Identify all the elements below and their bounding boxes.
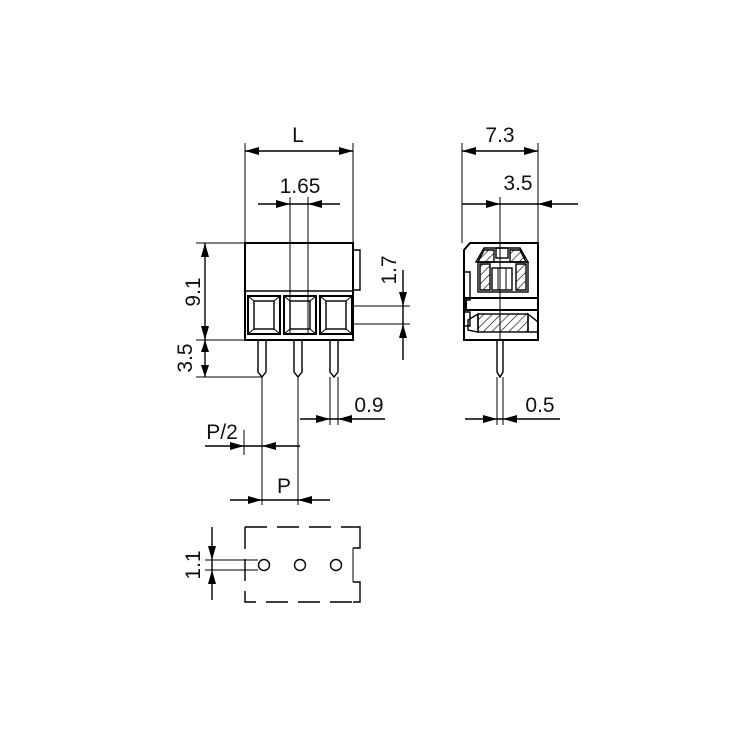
bottom-view — [205, 526, 361, 603]
dim-label-side-width: 7.3 — [485, 124, 514, 147]
dim-label-pin-length: 3.5 — [174, 343, 197, 372]
wire-opening-3 — [319, 295, 353, 335]
pin-hole-3 — [329, 558, 343, 572]
dim-label-side-pin-offset: 3.5 — [503, 172, 532, 195]
pin-hole-1 — [257, 558, 271, 572]
wire-opening-1 — [247, 295, 281, 335]
wire-opening-2 — [283, 295, 317, 335]
side-view — [461, 143, 578, 425]
dim-label-length: L — [292, 124, 304, 147]
dim-label-side-pin-width: 0.5 — [525, 394, 554, 417]
dim-label-pitch: P — [277, 475, 291, 498]
dim-label-hole-offset: 1.1 — [182, 550, 205, 579]
dim-label-height-total: 9.1 — [182, 277, 205, 306]
pins — [257, 340, 339, 379]
pin-hole-2 — [293, 558, 307, 572]
dim-label-pin-width: 0.9 — [354, 394, 383, 417]
dim-label-contact-spacing: 1.65 — [280, 175, 321, 198]
front-view — [196, 143, 410, 505]
dim-label-upper-offset: 1.7 — [378, 255, 401, 284]
dim-label-half-pitch: P/2 — [206, 421, 238, 444]
